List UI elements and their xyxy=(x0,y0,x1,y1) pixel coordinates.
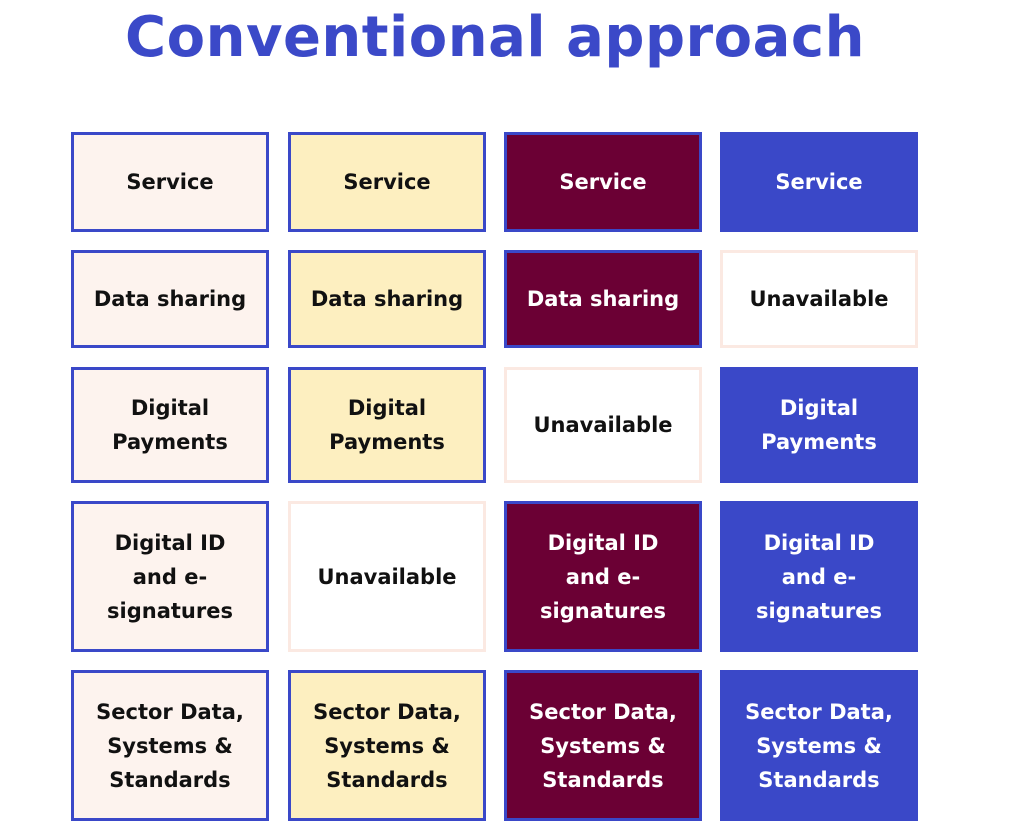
cell-text: Data sharing xyxy=(94,282,246,316)
cell-line: Service xyxy=(559,170,647,194)
cell-text: Service xyxy=(775,165,862,199)
cell-line: Data sharing xyxy=(310,287,464,311)
cell-col1-data-sharing: Data sharing xyxy=(71,250,269,348)
cell-text: Data sharing xyxy=(527,282,679,316)
cell-line: Unavailable xyxy=(317,564,457,589)
cell-col2-service: Service xyxy=(288,132,486,232)
cell-text: Unavailable xyxy=(533,408,672,442)
cell-line: Sector Data, xyxy=(96,699,244,724)
cell-text: Service xyxy=(559,165,646,199)
cell-col3-sector-data-systems-standards: Sector Data, Systems & Standards xyxy=(504,670,702,821)
cell-line: and e- xyxy=(132,564,208,589)
cell-text: Digital ID and e-signatures xyxy=(540,526,666,628)
cell-line: Digital ID xyxy=(763,530,875,555)
cell-line: Standards xyxy=(542,767,664,792)
cell-line: Unavailable xyxy=(533,413,673,437)
cell-line: Sector Data, xyxy=(745,699,893,724)
cell-line: Payments xyxy=(761,430,877,454)
cell-line: signatures xyxy=(756,598,882,623)
cell-line: Service xyxy=(343,170,431,194)
cell-text: Sector Data, Systems & Standards xyxy=(745,695,893,797)
cell-line: Sector Data, xyxy=(313,699,461,724)
cell-col3-digital-id-and-e-signatures: Digital ID and e-signatures xyxy=(504,501,702,652)
cell-line: Standards xyxy=(326,767,448,792)
cell-line: Systems & xyxy=(540,733,666,758)
cell-line: signatures xyxy=(107,598,233,623)
cell-line: Digital xyxy=(347,396,427,420)
cell-text: Data sharing xyxy=(311,282,463,316)
cell-line: signatures xyxy=(540,598,666,623)
cell-text: Digital ID and e-signatures xyxy=(756,526,882,628)
cell-line: Systems & xyxy=(756,733,882,758)
diagram-title: Conventional approach xyxy=(125,5,865,70)
cell-line: Standards xyxy=(758,767,880,792)
cell-line: Service xyxy=(126,170,214,194)
cell-text: Digital ID and e-signatures xyxy=(107,526,233,628)
cell-line: Data sharing xyxy=(93,287,247,311)
cell-col4-digital-id-and-e-signatures: Digital ID and e-signatures xyxy=(720,501,918,652)
cell-text: Sector Data, Systems & Standards xyxy=(96,695,244,797)
cell-line: Data sharing xyxy=(526,287,680,311)
cell-col4-service: Service xyxy=(720,132,918,232)
cell-line: Sector Data, xyxy=(529,699,677,724)
cell-col1-service: Service xyxy=(71,132,269,232)
cell-col4-sector-data-systems-standards: Sector Data, Systems & Standards xyxy=(720,670,918,821)
cell-col2-unavailable: Unavailable xyxy=(288,501,486,652)
cell-line: and e- xyxy=(565,564,641,589)
cell-text: Service xyxy=(343,165,430,199)
cell-line: Systems & xyxy=(324,733,450,758)
cell-line: Service xyxy=(775,170,863,194)
cell-text: Unavailable xyxy=(317,560,456,594)
cell-text: Service xyxy=(126,165,213,199)
cell-col3-service: Service xyxy=(504,132,702,232)
cell-line: Payments xyxy=(329,430,445,454)
cell-line: Unavailable xyxy=(749,287,889,311)
cell-line: Digital ID xyxy=(114,530,226,555)
cell-text: Sector Data, Systems & Standards xyxy=(313,695,461,797)
cell-line: Digital xyxy=(130,396,210,420)
cell-text: Unavailable xyxy=(749,282,888,316)
cell-line: Systems & xyxy=(107,733,233,758)
cell-col1-digital-id-and-e-signatures: Digital ID and e-signatures xyxy=(71,501,269,652)
cell-line: Digital ID xyxy=(547,530,659,555)
cell-line: Digital xyxy=(779,396,859,420)
cell-col1-sector-data-systems-standards: Sector Data, Systems & Standards xyxy=(71,670,269,821)
cell-col3-data-sharing: Data sharing xyxy=(504,250,702,348)
cell-col2-sector-data-systems-standards: Sector Data, Systems & Standards xyxy=(288,670,486,821)
cell-text: Sector Data, Systems & Standards xyxy=(529,695,677,797)
cell-col2-data-sharing: Data sharing xyxy=(288,250,486,348)
cell-col4-unavailable: Unavailable xyxy=(720,250,918,348)
cell-line: Standards xyxy=(109,767,231,792)
cell-col3-unavailable: Unavailable xyxy=(504,367,702,483)
cell-line: Payments xyxy=(112,430,228,454)
cell-line: and e- xyxy=(781,564,857,589)
